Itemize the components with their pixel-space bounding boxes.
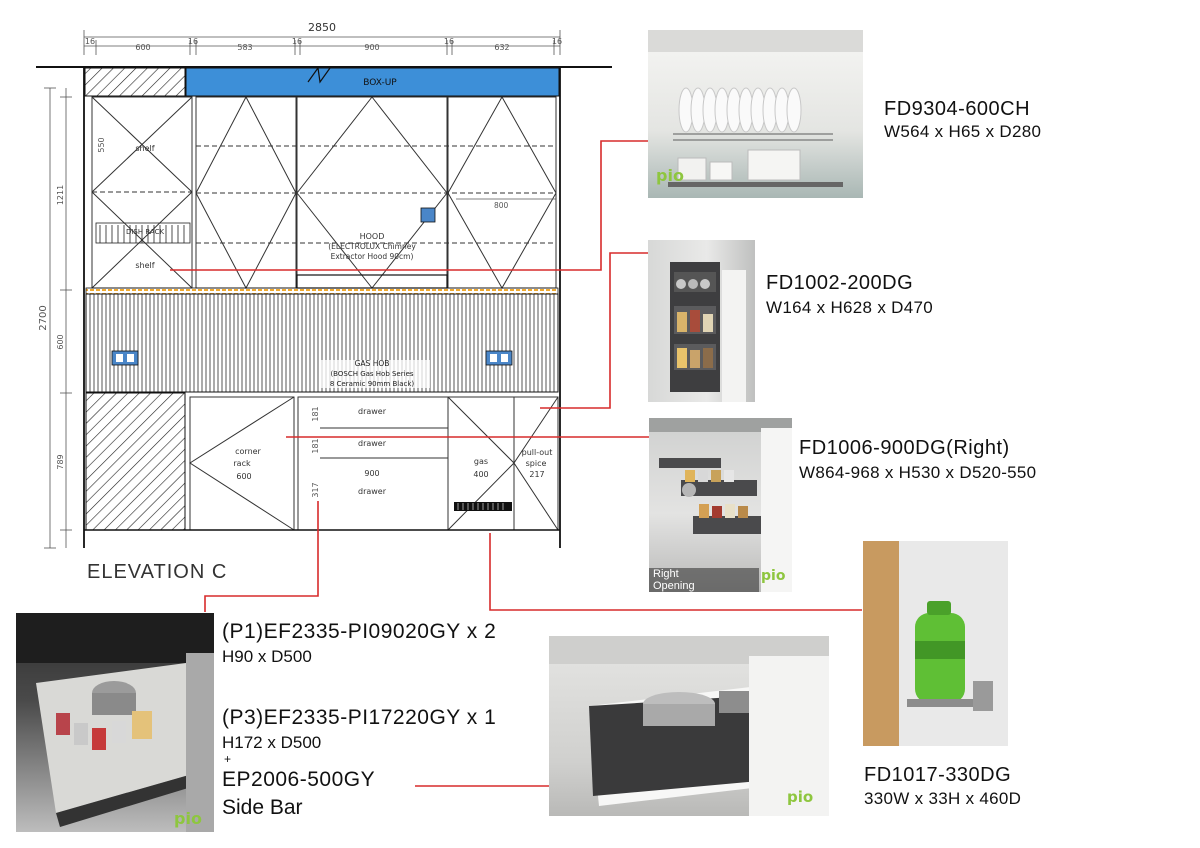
box-up xyxy=(185,67,560,97)
drawer-label: drawer xyxy=(358,439,387,448)
countertop xyxy=(85,287,559,295)
pullout-label: pull-out xyxy=(522,448,553,457)
drawer-photo: pio xyxy=(16,613,214,832)
product-code: FD9304-600CH xyxy=(884,98,1031,120)
height-dim: 317 xyxy=(311,482,320,497)
height-dim: 600 xyxy=(56,334,65,349)
height-dim: 789 xyxy=(56,454,65,469)
gas-holder-photo xyxy=(863,541,1008,746)
plus-sign: + xyxy=(224,752,232,766)
hood-outlet-icon xyxy=(420,207,436,223)
seg-dim: 16 xyxy=(444,37,454,46)
hatched-column-bottom xyxy=(85,392,186,531)
product-code: FD1017-330DG xyxy=(864,764,1012,786)
height-dim: 1211 xyxy=(56,185,65,205)
drawer-code-2: (P3)EF2335-PI17220GY x 1 xyxy=(222,706,497,729)
dim-800: 800 xyxy=(494,201,509,210)
overall-width-label: 2850 xyxy=(308,21,336,34)
seg-dim: 632 xyxy=(494,43,509,52)
height-dim: 181 xyxy=(311,406,320,421)
seg-dim: 600 xyxy=(135,43,150,52)
product-code: FD1006-900DG(Right) xyxy=(799,437,1010,459)
drawer-label: drawer xyxy=(358,407,387,416)
height-dim: 181 xyxy=(311,438,320,453)
corner-width: 600 xyxy=(236,472,251,481)
dish-rack-photo: pio xyxy=(648,30,863,198)
shelf-label: shelf xyxy=(135,144,154,153)
photo-caption: Right xyxy=(653,568,679,580)
gas-label: gas xyxy=(474,457,488,466)
box-up-label: BOX-UP xyxy=(363,78,397,88)
corner-rack-photo: Right Opening pio xyxy=(649,418,792,592)
drawer-code-1: (P1)EF2335-PI09020GY x 2 xyxy=(222,620,497,643)
product-size: 330W x 33H x 460D xyxy=(864,789,1022,808)
product-size: W864-968 x H530 x D520-550 xyxy=(799,463,1037,482)
pot-drawer-photo: pio xyxy=(549,636,829,816)
overall-height-label: 2700 xyxy=(38,305,49,330)
shelf-label: shelf xyxy=(135,261,154,270)
top-dimension xyxy=(83,30,561,55)
hood-desc: Extractor Hood 90cm) xyxy=(331,252,414,261)
gas-hob-title: GAS HOB xyxy=(355,359,390,368)
drawer-size-1: H90 x D500 xyxy=(222,647,312,666)
seg-dim: 16 xyxy=(85,37,95,46)
seg-dim: 16 xyxy=(552,37,562,46)
brand-logo: pio xyxy=(656,166,684,185)
dish-rack-label: DISH RACK xyxy=(126,228,165,236)
gas-width: 400 xyxy=(473,470,488,479)
product-code: FD1002-200DG xyxy=(766,272,914,294)
seg-dim: 16 xyxy=(292,37,302,46)
pullout-width: 217 xyxy=(529,470,544,479)
hood-desc: (ELECTROLUX Chimney xyxy=(328,242,416,251)
drawer-label: drawer xyxy=(358,487,387,496)
product-size: W164 x H628 x D470 xyxy=(766,298,933,317)
gas-hob-desc: 8 Ceramic 90mm Black) xyxy=(330,380,415,388)
seg-dim: 900 xyxy=(364,43,379,52)
pullout-label: spice xyxy=(526,459,547,468)
seg-dim: 16 xyxy=(188,37,198,46)
dish-rack xyxy=(95,222,191,244)
hood xyxy=(296,274,448,289)
height-dim: 550 xyxy=(97,137,106,152)
power-outlet-icon xyxy=(485,350,513,366)
left-dimension xyxy=(44,87,72,549)
seg-dim: 583 xyxy=(237,43,252,52)
corner-rack-label: rack xyxy=(233,459,251,468)
brand-logo: pio xyxy=(174,809,202,828)
brand-logo: pio xyxy=(761,568,786,584)
product-size: W564 x H65 x D280 xyxy=(884,122,1042,141)
brand-logo: pio xyxy=(787,788,814,806)
lower-cabinets xyxy=(84,396,560,531)
side-bar-label: Side Bar xyxy=(222,796,303,819)
hatched-column-top xyxy=(84,67,186,97)
gas-hob-desc: (BOSCH Gas Hob Series xyxy=(330,370,413,378)
drawer-size-2: H172 x D500 xyxy=(222,733,322,752)
side-bar-code: EP2006-500GY xyxy=(222,768,376,791)
photo-caption: Opening xyxy=(653,580,695,592)
elevation-title: ELEVATION C xyxy=(87,561,228,583)
corner-rack-label: corner xyxy=(235,447,261,456)
drawer-width: 900 xyxy=(364,469,379,478)
pullout-rack-photo xyxy=(648,240,755,402)
power-outlet-icon xyxy=(111,350,139,366)
hood-title: HOOD xyxy=(360,232,385,241)
